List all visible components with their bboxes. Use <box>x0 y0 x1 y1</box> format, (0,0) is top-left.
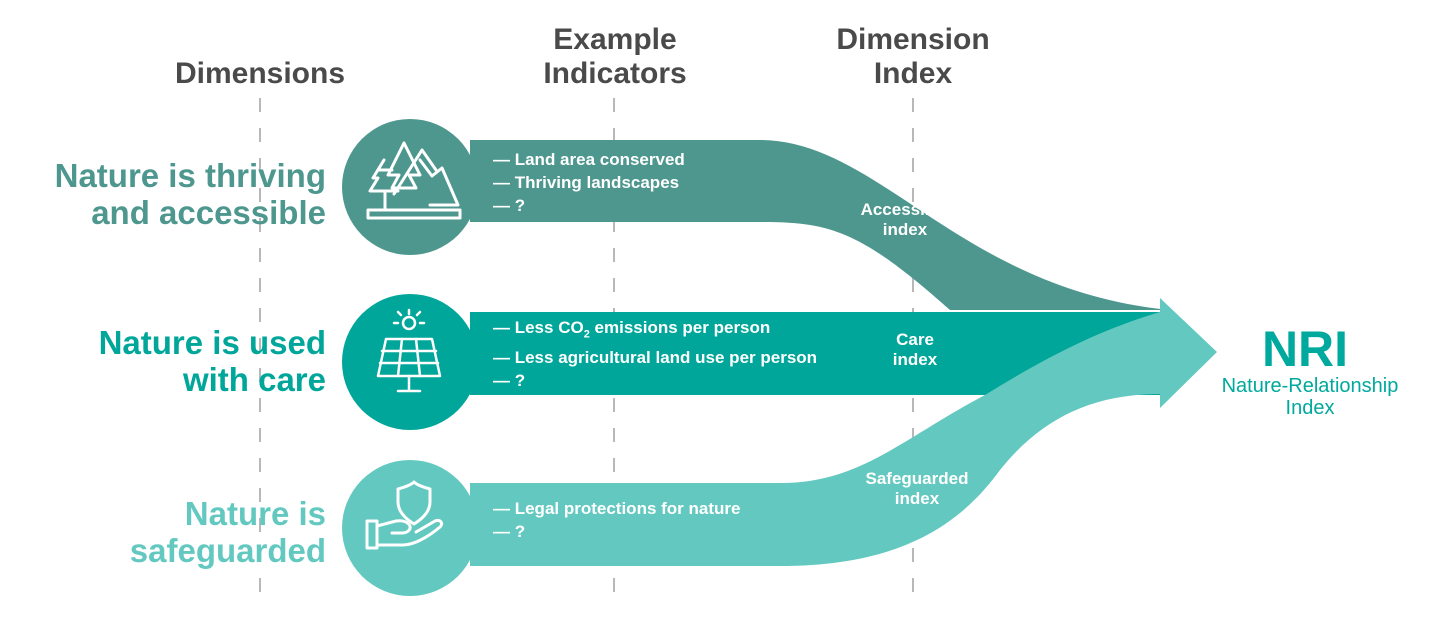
indicator-item: — ? <box>493 522 526 541</box>
accessible-band <box>470 140 1170 310</box>
index-label-care: Care index <box>892 330 938 369</box>
indicator-list-safeguarded: — Legal protections for nature — ? <box>493 497 740 543</box>
hand-shield-icon <box>365 480 444 550</box>
nri-abbreviation: NRI <box>1261 321 1349 377</box>
care-band <box>470 312 1170 395</box>
indicator-item: — Less CO2 emissions per person <box>493 316 817 346</box>
co2-subscript: 2 <box>583 328 590 341</box>
indicator-list-thriving: — Land area conserved — Thriving landsca… <box>493 148 685 217</box>
safeguarded-band <box>470 298 1217 566</box>
header-example-indicators: Example Indicators <box>543 23 687 90</box>
header-dimension-index: Dimension Index <box>836 23 990 90</box>
indicator-item: — Less agricultural land use per person <box>493 348 818 368</box>
dimension-label-safeguarded: Nature is safeguarded <box>129 495 326 569</box>
solar-panel-icon <box>376 308 442 393</box>
header-dimensions: Dimensions <box>174 57 346 90</box>
indicator-item: — ? <box>493 371 526 391</box>
indicator-item: — Thriving landscapes <box>493 173 680 192</box>
dimension-label-thriving: Nature is thriving and accessible <box>54 157 326 231</box>
indicator-item: — Legal protections for nature <box>493 499 741 518</box>
indicator-item: — Land area conserved <box>493 150 685 169</box>
indicator-list-care: — Less CO2 emissions per person — Less a… <box>493 316 817 392</box>
indicator-text: — Less CO <box>493 318 584 337</box>
index-label-accessible: Accessible index <box>860 200 950 239</box>
indicator-item: — ? <box>493 196 526 215</box>
index-label-safeguarded: Safeguarded index <box>865 469 969 508</box>
mountains-trees-icon <box>366 141 462 220</box>
nri-full-name: Nature-Relationship Index <box>1221 375 1399 419</box>
indicator-text: emissions per person <box>589 318 771 337</box>
dimension-label-care: Nature is used with care <box>98 324 326 398</box>
